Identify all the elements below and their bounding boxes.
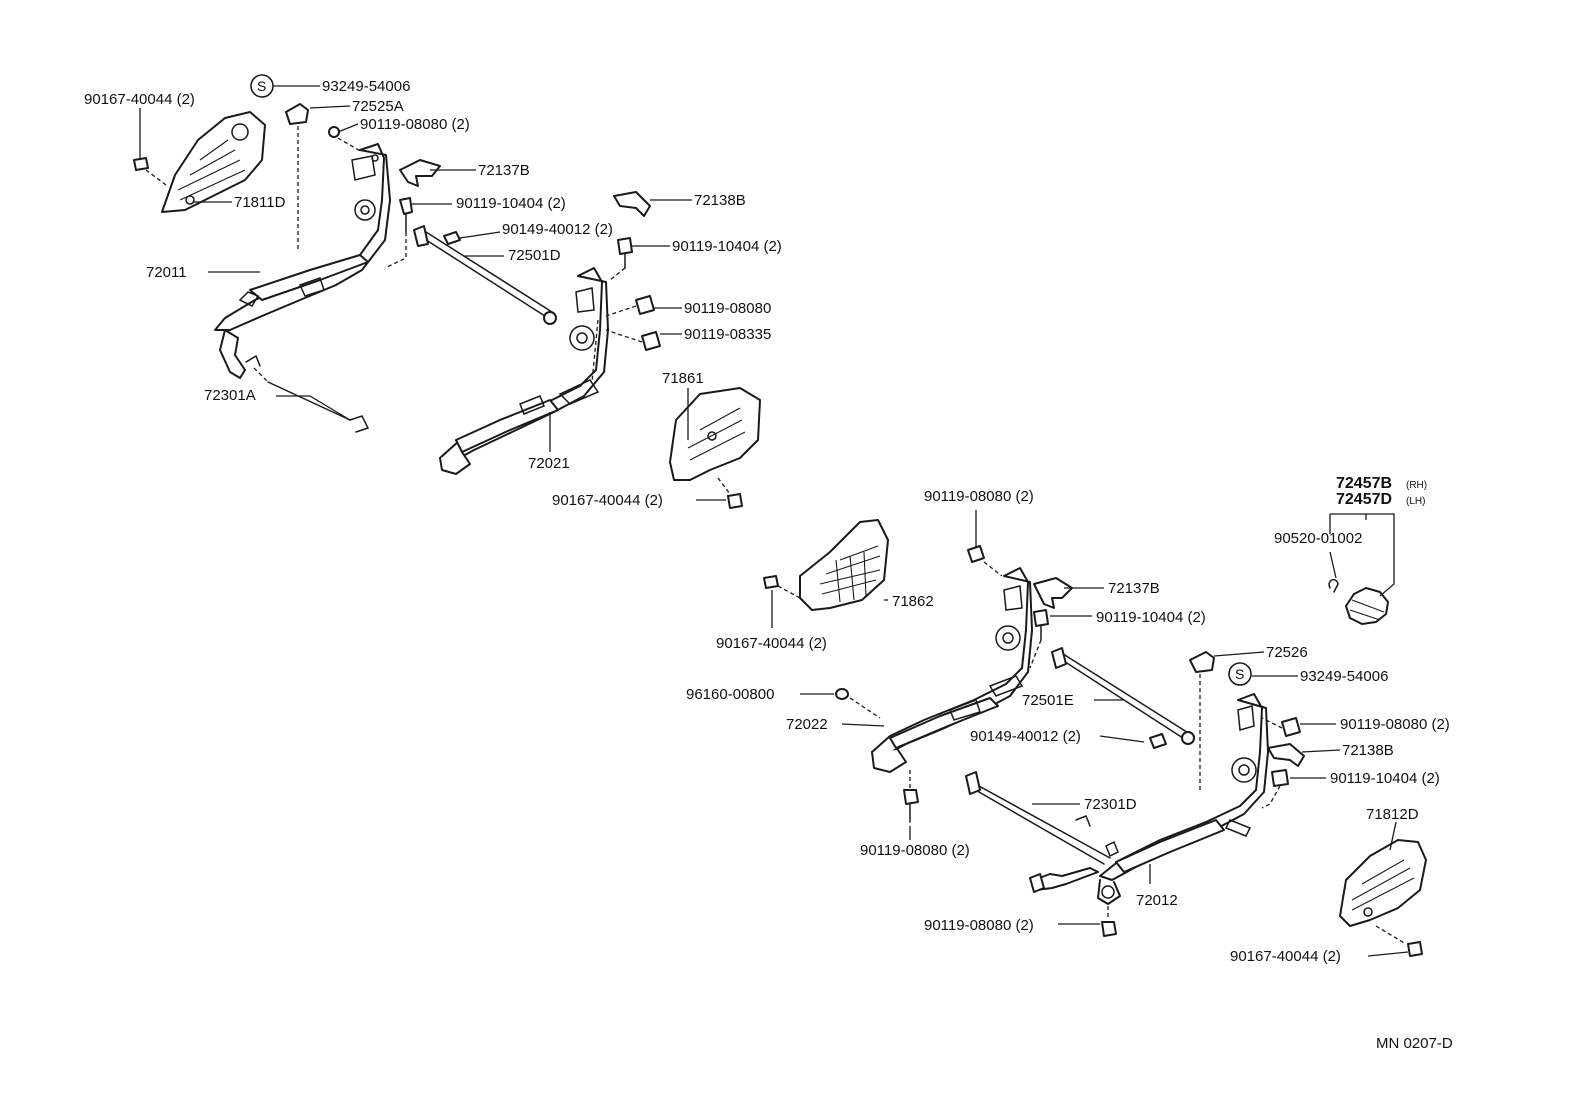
screw-90167-40044-tl — [133, 157, 167, 186]
cover-71811d-shape — [161, 111, 266, 213]
bolt-90119-10404-a — [384, 197, 413, 269]
label-71861: 71861 — [662, 370, 704, 387]
label-72137b-top: 72137B — [478, 162, 530, 179]
rod-72501e — [1051, 647, 1195, 745]
label-71812d: 71812D — [1366, 806, 1419, 823]
label-72012: 72012 — [1136, 892, 1178, 909]
s-mark-bottom: S — [1228, 662, 1252, 686]
label-90167-40044-tl: 90167-40044 (2) — [84, 91, 195, 108]
bolt-90119-10404-d — [1261, 769, 1289, 809]
label-96160-00800: 96160-00800 — [686, 686, 774, 703]
label-72138b-bot: 72138B — [1342, 742, 1394, 759]
bracket-72138b-bot — [1267, 743, 1305, 767]
s-mark-top: S — [250, 74, 274, 98]
label-72021: 72021 — [528, 455, 570, 472]
screw-90149-40012-bot — [1149, 733, 1167, 749]
seat-track-72022-shape — [871, 567, 1033, 773]
knob-72457 — [1345, 587, 1389, 625]
label-71811d: 71811D — [234, 194, 286, 211]
label-90119-10404-d: 90119-10404 (2) — [1330, 770, 1440, 787]
rod-72501d — [413, 225, 557, 325]
bolt-90119-10404-b — [609, 237, 633, 281]
screw-90119-08080-top — [328, 126, 363, 153]
screw-90167-40044-mid — [717, 477, 743, 509]
label-72457d: 72457D — [1336, 491, 1392, 508]
washer-96160-00800 — [835, 688, 881, 719]
screw-90149-40012-top — [443, 231, 461, 245]
cable-72301a — [245, 354, 370, 433]
label-90119-08080-d: 90119-08080 (2) — [1340, 716, 1450, 733]
label-90520-01002: 90520-01002 — [1274, 530, 1362, 547]
bolt-90119-08335 — [605, 329, 661, 351]
screw-90119-08080-c — [967, 545, 1003, 577]
clip-90520-01002 — [1328, 578, 1339, 593]
label-72501d: 72501D — [508, 247, 561, 264]
label-72301a: 72301A — [204, 387, 256, 404]
label-72301d: 72301D — [1084, 796, 1137, 813]
bracket-72137b-bot — [1033, 577, 1073, 609]
screw-90119-08080-e — [1261, 717, 1301, 737]
label-90119-08080-mid: 90119-08080 — [684, 300, 771, 317]
label-72457b: 72457B — [1336, 475, 1392, 492]
screw-90119-08080-d — [903, 770, 919, 823]
block-72526 — [1189, 651, 1215, 673]
s-mark-top-label: S — [257, 78, 266, 94]
label-90119-10404-a: 90119-10404 (2) — [456, 195, 566, 212]
label-72501e: 72501E — [1022, 692, 1074, 709]
label-90119-08080-e: 90119-08080 (2) — [860, 842, 970, 859]
bolt-90119-08080-mid — [605, 295, 655, 317]
label-90167-40044-bl: 90167-40044 (2) — [716, 635, 827, 652]
label-90149-40012-top: 90149-40012 (2) — [502, 221, 613, 238]
cover-71861-shape — [669, 387, 761, 481]
bracket-72138b-top — [613, 191, 651, 217]
cover-71862-shape — [799, 519, 889, 611]
label-71862: 71862 — [892, 593, 934, 610]
label-90149-40012-bot: 90149-40012 (2) — [970, 728, 1081, 745]
label-72138b-top: 72138B — [694, 192, 746, 209]
label-93249-54006-top: 93249-54006 — [322, 78, 410, 95]
seat-track-72011-shape — [214, 143, 391, 379]
label-72525a: 72525A — [352, 98, 404, 115]
seat-track-72021-shape — [439, 267, 609, 475]
bracket-72137b-top — [399, 159, 441, 187]
label-72526: 72526 — [1266, 644, 1308, 661]
label-90119-08080-c: 90119-08080 (2) — [924, 488, 1034, 505]
seat-track-72012-shape — [1097, 693, 1269, 905]
label-72137b-bot: 72137B — [1108, 580, 1160, 597]
label-72457d-suffix: (LH) — [1406, 496, 1425, 507]
reference-code: MN 0207-D — [1376, 1035, 1453, 1052]
block-72525a — [285, 103, 309, 125]
leader-lines — [139, 85, 1409, 957]
label-90167-40044-br: 90167-40044 (2) — [1230, 948, 1341, 965]
screw-90167-40044-bl — [763, 575, 801, 599]
label-93249-54006-bot: 93249-54006 — [1300, 668, 1388, 685]
s-mark-bottom-label: S — [1235, 666, 1244, 682]
label-90119-10404-c: 90119-10404 (2) — [1096, 609, 1206, 626]
label-72457b-suffix: (RH) — [1406, 480, 1427, 491]
label-72022: 72022 — [786, 716, 828, 733]
cover-71812d-shape — [1339, 839, 1427, 927]
bolt-90119-10404-c — [1029, 609, 1049, 669]
cable-72301d — [965, 771, 1111, 865]
release-lever — [1029, 867, 1099, 893]
screw-90119-08080-f — [1101, 906, 1117, 937]
label-90119-08080-f: 90119-08080 (2) — [924, 917, 1034, 934]
screw-90167-40044-br — [1375, 925, 1423, 957]
label-90119-10404-b: 90119-10404 (2) — [672, 238, 782, 255]
label-90119-08080-top: 90119-08080 (2) — [360, 116, 470, 133]
label-90119-08335: 90119-08335 — [684, 326, 771, 343]
label-90167-40044-mid: 90167-40044 (2) — [552, 492, 663, 509]
label-72011: 72011 — [146, 264, 187, 281]
